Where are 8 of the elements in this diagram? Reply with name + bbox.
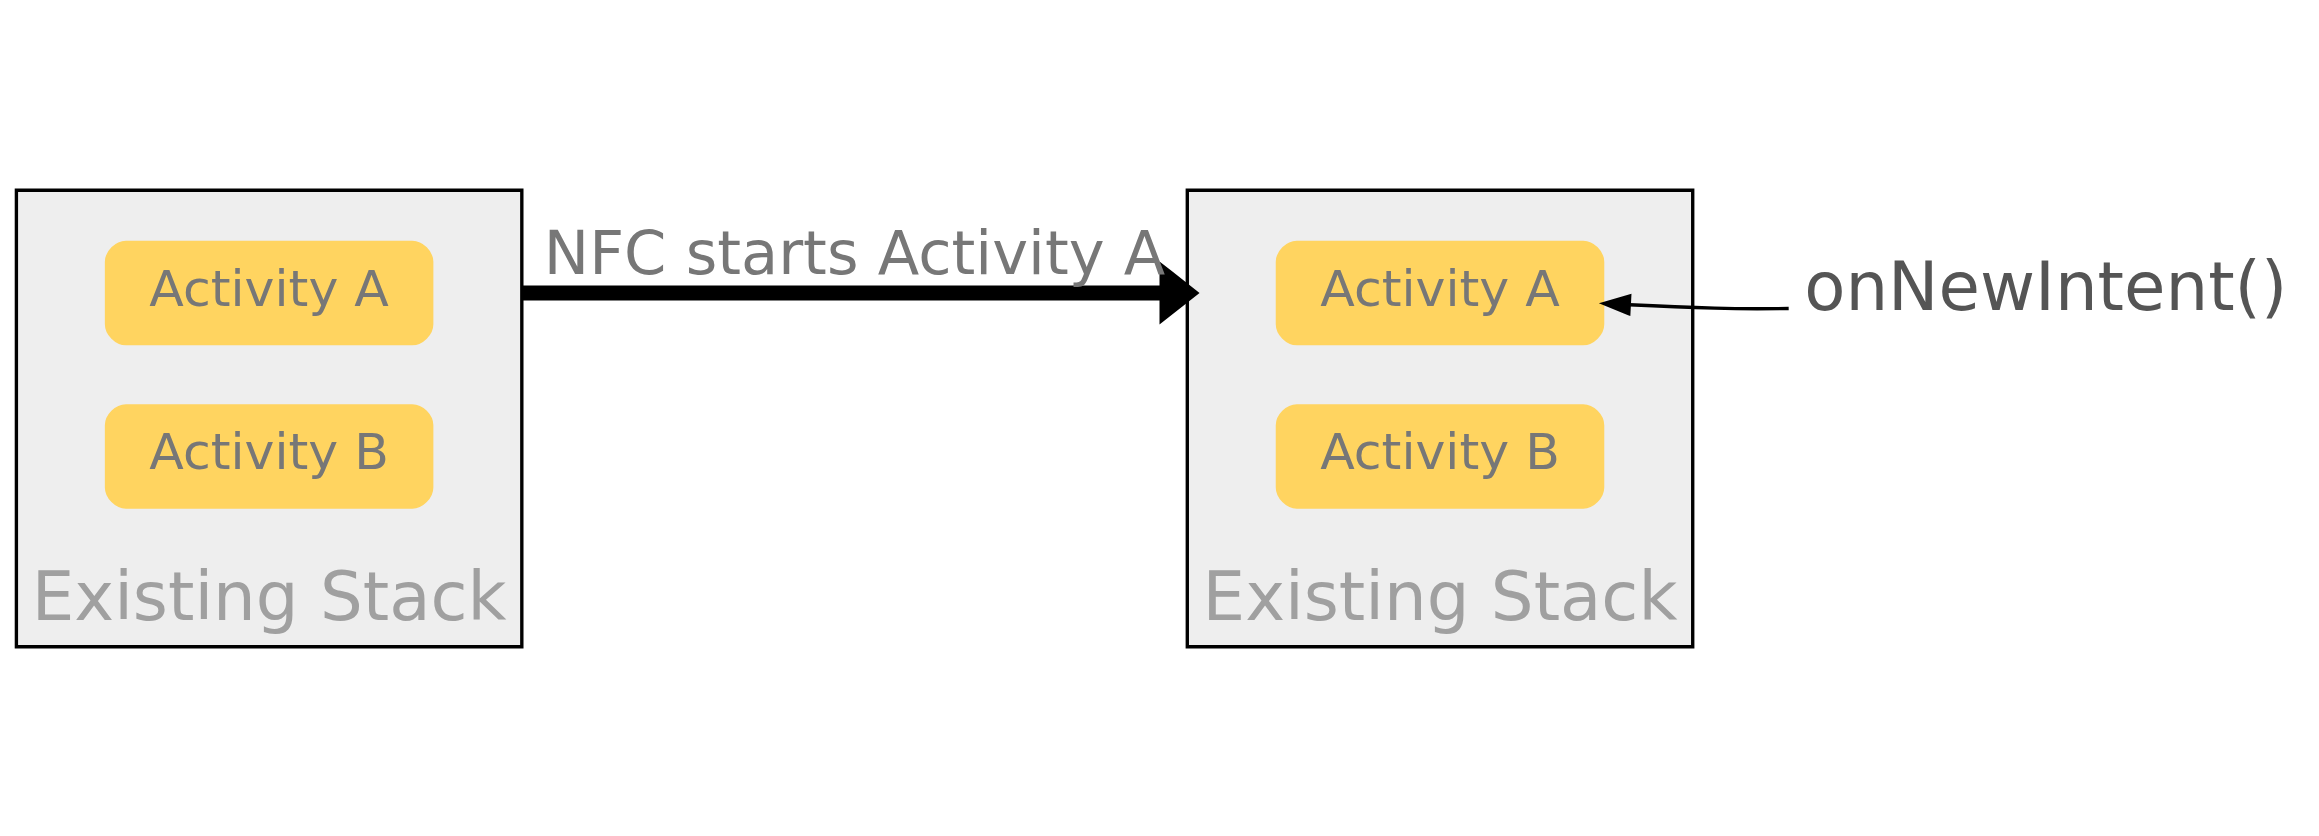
node-box: Activity B — [1275, 403, 1605, 509]
arrow — [521, 260, 1200, 325]
edge-label: NFC starts Activity A — [543, 217, 1166, 288]
node-box: Activity A — [104, 240, 434, 345]
arrow — [1598, 293, 1789, 316]
node-box: Activity B — [104, 403, 434, 509]
node-box: Activity A — [1275, 240, 1605, 345]
node-text: onNewIntent() — [1804, 246, 2288, 326]
